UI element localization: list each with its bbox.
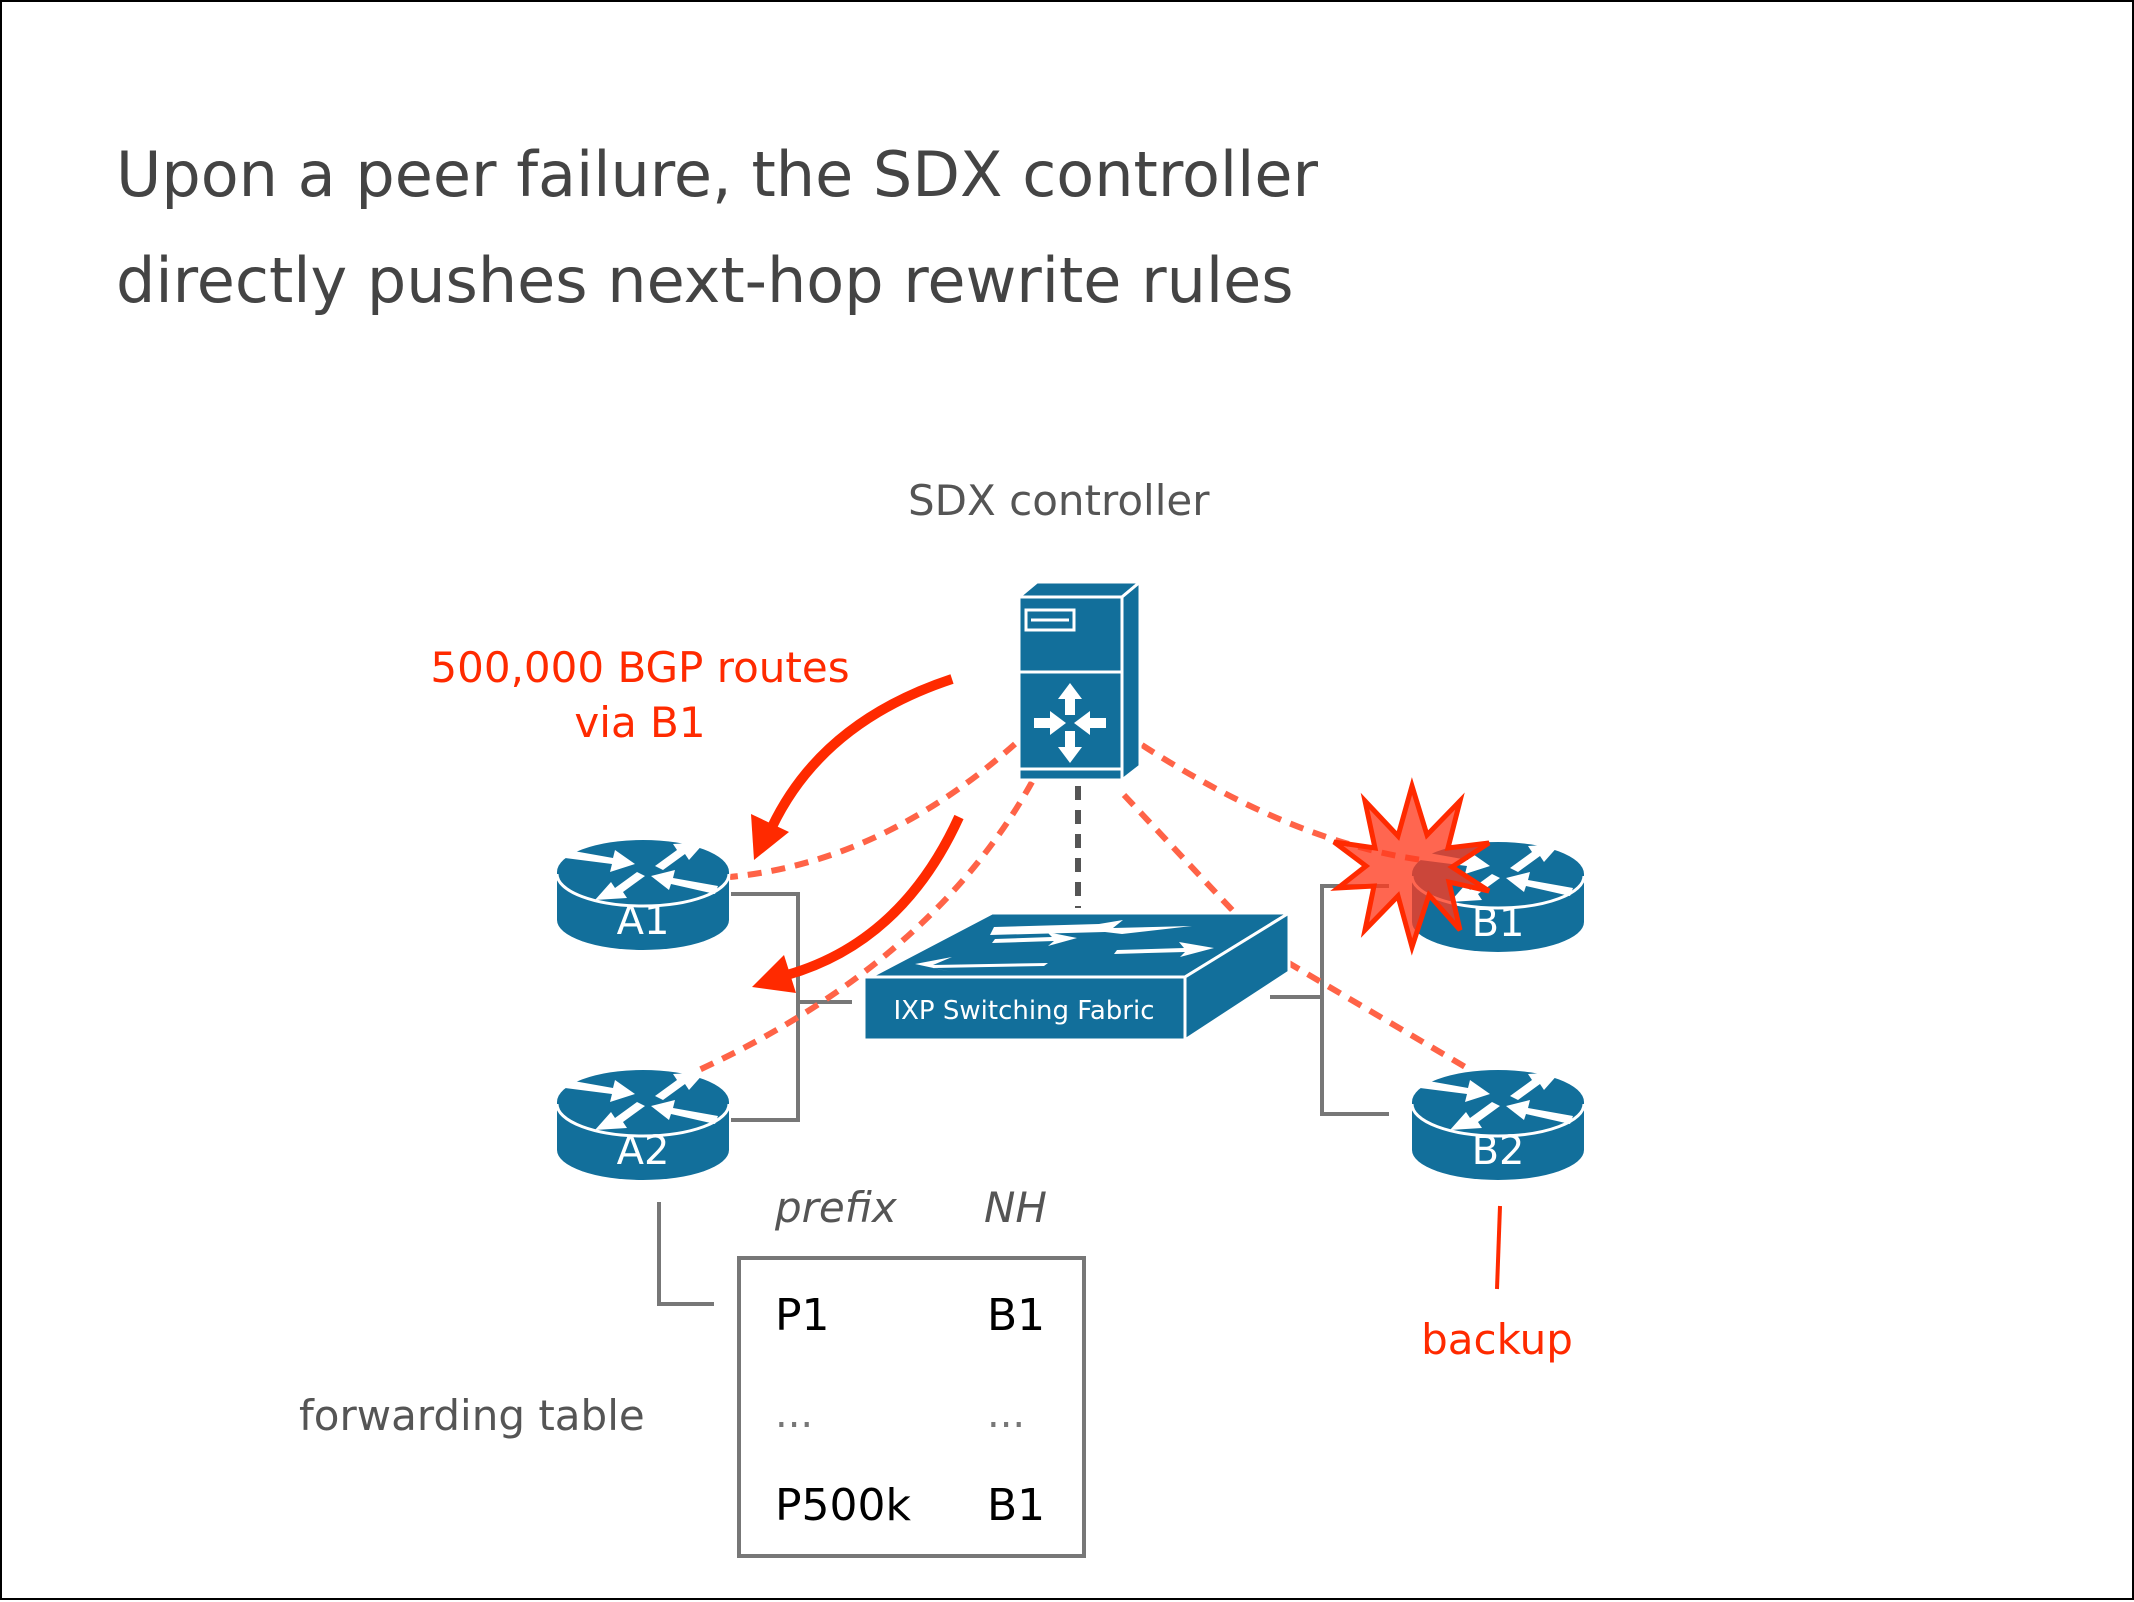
table-box [737, 1256, 1086, 1558]
table-row: P1 B1 [775, 1290, 1045, 1341]
switch-label: IXP Switching Fabric [893, 996, 1154, 1026]
router-a1[interactable]: A1 [557, 840, 729, 950]
annotation-line-1: 500,000 BGP routes [430, 643, 849, 692]
cell-nh: B1 [987, 1480, 1045, 1531]
links-left [731, 892, 852, 1122]
backup-pointer [1495, 1205, 1502, 1290]
annotation-line-2: via B1 [574, 698, 705, 747]
controller-label: SDX controller [908, 476, 1210, 525]
cell-prefix: ... [775, 1391, 813, 1437]
backup-label: backup [1421, 1315, 1573, 1364]
push-arrows [751, 674, 964, 993]
column-header-prefix: prefix [774, 1183, 898, 1232]
title-line-1: Upon a peer failure, the SDX controller [116, 138, 1318, 211]
table-row: ... ... [775, 1391, 1025, 1437]
cell-prefix: P500k [775, 1480, 912, 1531]
cell-prefix: P1 [775, 1290, 830, 1341]
link-a1-a2-bracket [731, 892, 800, 1122]
push-arrow-a2 [785, 814, 964, 980]
forwarding-table: prefix NH P1 B1 ... ... P500k B1 [737, 1183, 1086, 1558]
router-label: A1 [617, 898, 670, 944]
router-b1[interactable]: B1 [1412, 842, 1584, 952]
router-label: B2 [1472, 1128, 1525, 1174]
router-b2[interactable]: B2 [1412, 1070, 1584, 1180]
switch-icon: IXP Switching Fabric [862, 910, 1295, 1043]
cell-nh: ... [987, 1391, 1025, 1437]
column-header-nh: NH [984, 1183, 1047, 1232]
arrowhead-a1 [751, 814, 789, 860]
slide-title: Upon a peer failure, the SDX controller … [116, 138, 1318, 317]
session-b2-upper [1121, 792, 1237, 915]
router-label: B1 [1472, 900, 1525, 946]
session-a1 [729, 741, 1017, 880]
table-connector [657, 1202, 714, 1306]
title-line-2: directly pushes next-hop rewrite rules [116, 244, 1294, 317]
session-b2-lower [1285, 959, 1469, 1071]
server-icon [1014, 578, 1145, 784]
router-a2[interactable]: A2 [557, 1070, 729, 1180]
arrowhead-a2 [752, 955, 796, 993]
explosion-icon [1330, 777, 1491, 956]
session-a2 [697, 780, 1035, 1073]
cell-nh: B1 [987, 1290, 1045, 1341]
push-arrow-a1 [767, 674, 954, 830]
table-row: P500k B1 [775, 1480, 1045, 1531]
router-label: A2 [617, 1128, 670, 1174]
routes-annotation: 500,000 BGP routes via B1 [430, 643, 849, 747]
table-caption: forwarding table [299, 1391, 645, 1440]
